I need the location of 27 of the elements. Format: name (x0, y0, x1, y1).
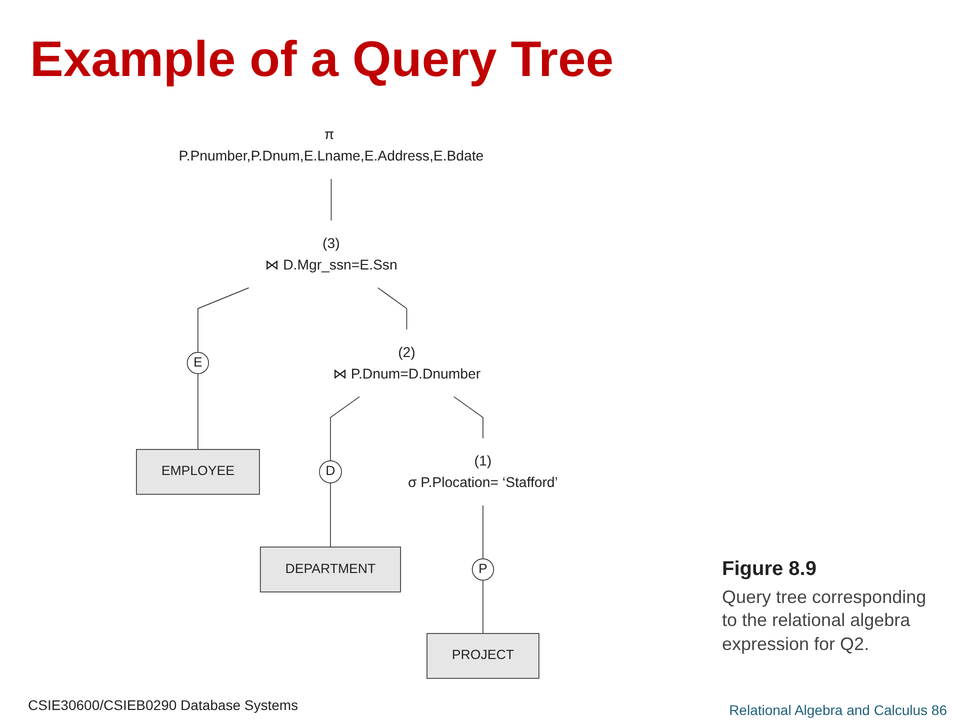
connector (331, 178, 332, 221)
node-text: ⋈ P.Dnum=D.Dnumber (333, 366, 481, 382)
node-label: (1) (474, 453, 492, 469)
node-box: DEPARTMENT (260, 546, 402, 592)
node-circle: E (187, 352, 210, 374)
footer-page: Relational Algebra and Calculus 86 (729, 702, 947, 718)
node-label: (3) (322, 235, 340, 252)
node-box: EMPLOYEE (136, 449, 260, 495)
node-label: (2) (398, 344, 416, 360)
figure-description: Query tree corresponding to the relational algebra expression for Q2. (722, 586, 928, 656)
node-text: ⋈ D.Mgr_ssn=E.Ssn (265, 256, 398, 272)
node-circle: P (472, 558, 494, 581)
connector (482, 580, 484, 634)
connector (330, 396, 360, 462)
node-circle: D (319, 460, 342, 484)
connector (330, 482, 332, 548)
connector (454, 396, 484, 439)
connector (198, 373, 199, 450)
node-box: PROJECT (426, 633, 540, 679)
connector (482, 505, 484, 560)
slide-title: Example of a Query Tree (30, 30, 614, 88)
node-text: σ P.Plocation= ‘Stafford’ (408, 474, 558, 490)
connector (378, 287, 408, 330)
figure-caption: Figure 8.9 (722, 558, 816, 581)
node-text: π P.Pnumber,P.Dnum,E.Lname,E.Address,E.Bdate (179, 126, 484, 164)
footer-course: CSIE30600/CSIEB0290 Database Systems (28, 697, 298, 713)
connector (198, 287, 250, 353)
